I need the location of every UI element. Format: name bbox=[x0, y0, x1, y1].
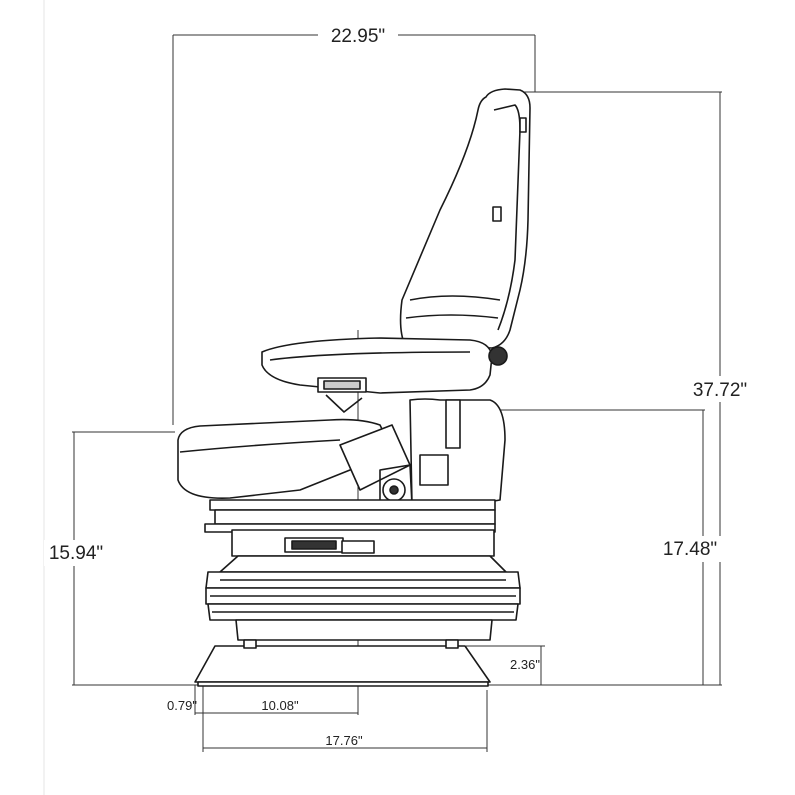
armrest-pivot-knob bbox=[488, 346, 508, 366]
backrest-adjust-tab bbox=[492, 206, 502, 222]
base-depth-label: 17.76" bbox=[325, 733, 363, 748]
seat-index-depth-label: 10.08" bbox=[261, 698, 299, 713]
overall-depth-label: 22.95" bbox=[331, 26, 385, 47]
backrest-lower-seam bbox=[405, 314, 499, 319]
upper-slide-rail bbox=[209, 499, 496, 511]
seat-drawing bbox=[177, 88, 531, 687]
front-offset-label: 0.79" bbox=[167, 698, 197, 713]
armrest bbox=[261, 337, 493, 394]
overall-height-label-bg bbox=[688, 376, 754, 402]
height-adjust-knob bbox=[341, 540, 375, 554]
headrest-clip bbox=[519, 117, 527, 133]
lever-linkage bbox=[325, 394, 363, 413]
backrest-upright-bracket bbox=[445, 399, 461, 449]
armrest-top-seam bbox=[269, 351, 471, 361]
recline-plate bbox=[419, 454, 449, 486]
dimension-lines bbox=[72, 34, 722, 752]
overall-height-label: 37.72" bbox=[693, 380, 747, 401]
base-bolt-left bbox=[243, 639, 257, 649]
pivot-bolt bbox=[389, 485, 399, 495]
base-flange bbox=[197, 681, 489, 687]
bellows-fold-5 bbox=[235, 619, 493, 641]
armrest-lever-grip bbox=[323, 380, 361, 390]
base-pedestal bbox=[194, 645, 491, 683]
suspension-handle-grip bbox=[291, 540, 337, 550]
overall-depth-label-bg bbox=[318, 24, 398, 46]
backrest-lumbar-seam bbox=[409, 295, 501, 301]
lower-slide-rail bbox=[214, 509, 496, 525]
seat-height-label-bg bbox=[44, 540, 110, 566]
base-height-label: 2.36" bbox=[510, 657, 540, 672]
base-bolt-right bbox=[445, 639, 459, 649]
seat-cushion-seam bbox=[179, 439, 341, 453]
backrest-side-panel bbox=[493, 104, 521, 331]
backrest bbox=[399, 88, 531, 349]
bellows-fold-1 bbox=[219, 555, 507, 573]
armrest-height-label: 17.48" bbox=[663, 539, 717, 560]
armrest-height-label-bg bbox=[660, 536, 722, 562]
seat-cushion bbox=[177, 418, 391, 499]
seat-height-label: 15.94" bbox=[49, 543, 103, 564]
